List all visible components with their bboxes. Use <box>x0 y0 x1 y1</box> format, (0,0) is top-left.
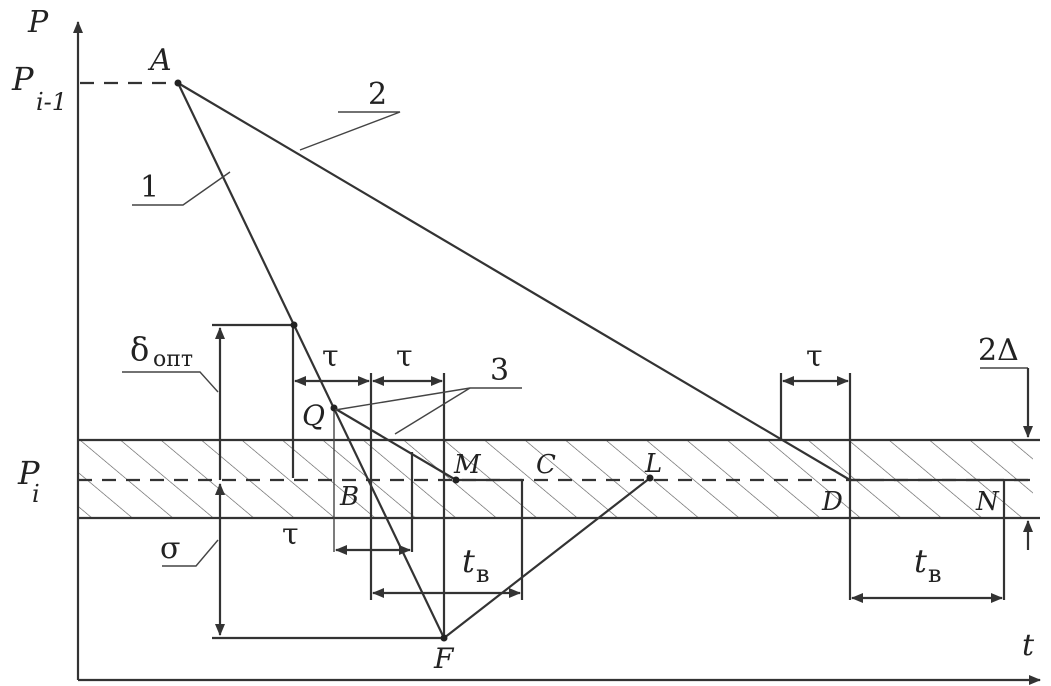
label-tau-1: τ <box>322 339 339 374</box>
label-tau-3: τ <box>282 517 299 552</box>
label-point-a: A <box>147 43 172 78</box>
segment-f-l <box>443 477 651 639</box>
svg-text:P: P <box>17 454 40 492</box>
svg-text:t: t <box>462 542 475 580</box>
label-point-l: L <box>644 449 662 479</box>
label-point-q: Q <box>302 399 325 432</box>
label-curve-1: 1 <box>140 170 159 205</box>
label-tv-2: t в <box>914 542 942 588</box>
label-tau-2: τ <box>396 339 413 374</box>
svg-text:P: P <box>11 60 34 98</box>
label-point-f: F <box>433 642 455 675</box>
point-dots <box>174 79 654 642</box>
label-tau-4: τ <box>806 339 823 374</box>
svg-text:i-1: i-1 <box>36 88 67 116</box>
svg-text:t: t <box>914 542 927 580</box>
level-p-i: P i <box>17 454 40 508</box>
leader-delta-opt <box>122 371 219 393</box>
svg-text:опт: опт <box>153 347 193 372</box>
svg-text:δ: δ <box>130 330 149 368</box>
leader-curve-2 <box>299 111 401 151</box>
label-point-b: B <box>339 482 359 512</box>
label-tv-1: t в <box>462 542 490 588</box>
label-point-c: C <box>536 450 556 480</box>
two-delta-label: 2Δ <box>978 333 1019 368</box>
label-curve-2: 2 <box>368 77 387 112</box>
label-point-n: N <box>975 487 1000 517</box>
y-axis-label: P <box>27 5 49 40</box>
svg-text:i: i <box>32 480 40 508</box>
label-point-d: D <box>821 487 843 517</box>
label-point-m: M <box>453 450 482 480</box>
curve-2-line <box>177 82 851 481</box>
x-axis-label: t <box>1022 628 1035 663</box>
svg-text:в: в <box>928 560 942 588</box>
label-delta-opt: δ опт <box>130 330 193 372</box>
label-sigma: σ <box>160 531 180 566</box>
segment-q-m <box>333 407 457 481</box>
leader-sigma <box>162 539 219 567</box>
leader-curve-1 <box>132 171 231 206</box>
leader-curve-3b <box>394 387 471 435</box>
level-p-i-minus-1: P i-1 <box>11 60 67 116</box>
leader-curve-3 <box>334 387 522 411</box>
label-curve-3: 3 <box>490 353 509 388</box>
svg-text:в: в <box>476 560 490 588</box>
